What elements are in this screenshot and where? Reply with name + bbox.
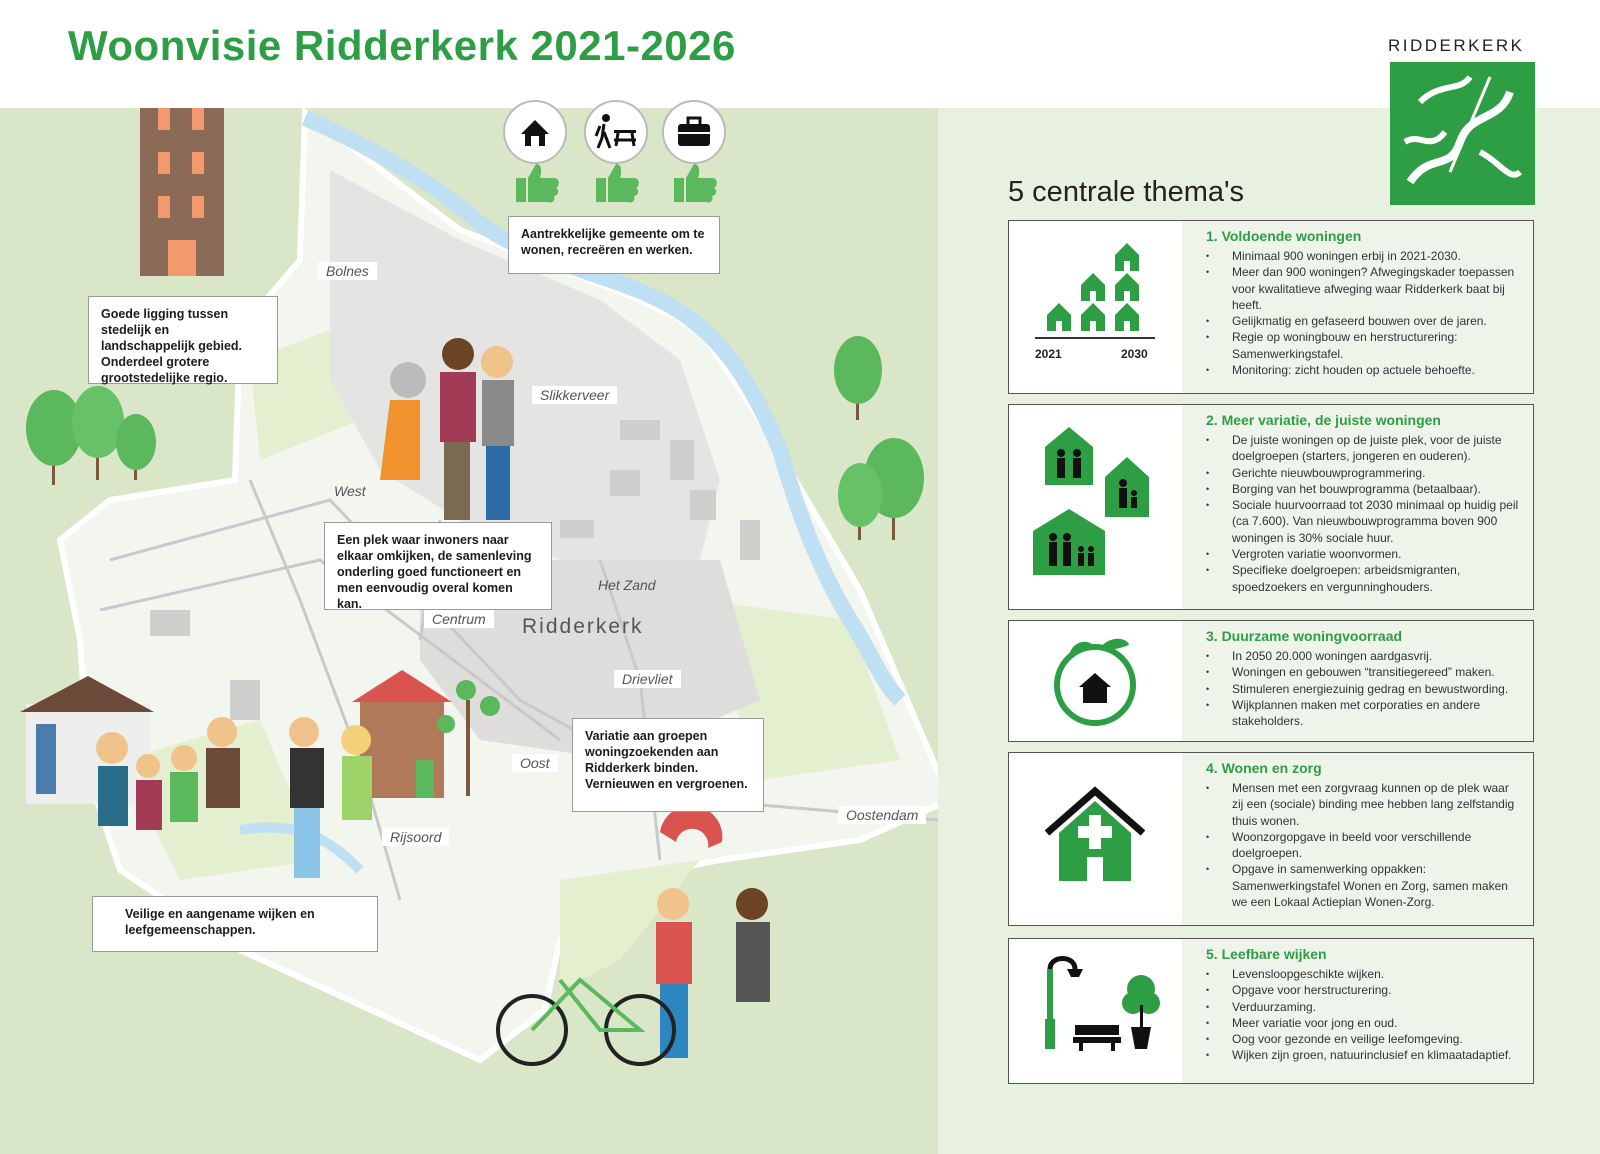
- callout-safe: Veilige en aangename wijken en leefgemee…: [92, 896, 378, 952]
- theme-text: 3. Duurzame woningvoorraad In 2050 20.00…: [1182, 621, 1533, 741]
- municipality-map: [20, 108, 938, 1066]
- place-het-zand: Het Zand: [598, 577, 656, 593]
- theme-bullets: De juiste woningen op de juiste plek, vo…: [1206, 432, 1523, 595]
- theme-text: 2. Meer variatie, de juiste woningen De …: [1182, 405, 1533, 609]
- bicycle-icon: [496, 977, 676, 1066]
- logo-emblem: [1390, 62, 1535, 205]
- hiker-picnic-icon-circle: [584, 100, 648, 164]
- callout-variety: Variatie aan groepen woningzoekenden aan…: [572, 718, 764, 812]
- theme-title: 4. Wonen en zorg: [1206, 760, 1322, 776]
- place-bolnes: Bolnes: [318, 262, 377, 280]
- theme-icon-area: [1009, 405, 1182, 609]
- list-item: Wijken zijn groen, natuurinclusief en kl…: [1206, 1047, 1523, 1064]
- place-west: West: [334, 483, 366, 499]
- house-icon: [521, 120, 549, 146]
- place-slikkerveer: Slikkerveer: [532, 386, 618, 404]
- theme-card-2: 2. Meer variatie, de juiste woningen De …: [1008, 404, 1534, 610]
- sustainable-house-icon: [1054, 638, 1136, 726]
- list-item: In 2050 20.000 woningen aardgasvrij.: [1206, 648, 1523, 665]
- knight-dragon-icon: [1403, 75, 1523, 185]
- sapling-tree: [437, 680, 500, 796]
- list-item: Stimuleren energiezuinig gedrag en bewus…: [1206, 681, 1523, 698]
- theme-icon-area: 2021 2030: [1009, 221, 1182, 393]
- place-oostendam: Oostendam: [838, 806, 927, 824]
- year-end: 2030: [1121, 347, 1148, 361]
- list-item: Gerichte nieuwbouwprogrammering.: [1206, 465, 1523, 482]
- care-house-icon: [1044, 786, 1146, 881]
- house-icon-circle: [503, 100, 567, 164]
- theme-text: 1. Voldoende woningen Minimaal 900 wonin…: [1182, 221, 1533, 393]
- thumbs-up-icon: [516, 164, 717, 203]
- theme-text: 5. Leefbare wijken Levensloopgeschikte w…: [1182, 939, 1533, 1083]
- theme-bullets: Minimaal 900 woningen erbij in 2021-2030…: [1206, 248, 1523, 379]
- theme-card-5: 5. Leefbare wijken Levensloopgeschikte w…: [1008, 938, 1534, 1084]
- theme-text: 4. Wonen en zorg Mensen met een zorgvraa…: [1182, 753, 1533, 925]
- river: [301, 110, 906, 706]
- list-item: Verduurzaming.: [1206, 999, 1523, 1016]
- list-item: Minimaal 900 woningen erbij in 2021-2030…: [1206, 248, 1523, 265]
- theme-title: 2. Meer variatie, de juiste woningen: [1206, 412, 1441, 428]
- list-item: Gelijkmatig en gefaseerd bouwen over de …: [1206, 313, 1523, 330]
- list-item: Specifieke doelgroepen: arbeidsmigranten…: [1206, 562, 1523, 595]
- household-houses-icon: [1033, 427, 1149, 575]
- list-item: Regie op woningbouw en herstructurering:…: [1206, 329, 1523, 362]
- theme-bullets: Mensen met een zorgvraag kunnen op de pl…: [1206, 780, 1523, 910]
- place-rijsoord: Rijsoord: [382, 828, 450, 846]
- theme-icon-area: [1009, 939, 1182, 1083]
- list-item: Monitoring: zicht houden op actuele beho…: [1206, 362, 1523, 379]
- list-item: Opgave in samenwerking oppakken: Samenwe…: [1206, 861, 1523, 910]
- place-ridderkerk: Ridderkerk: [522, 615, 644, 638]
- theme-card-1: 2021 2030 1. Voldoende woningen Minimaal…: [1008, 220, 1534, 394]
- hiker-picnic-icon: [594, 114, 636, 149]
- list-item: Vergroten variatie woonvormen.: [1206, 546, 1523, 563]
- place-drievliet: Drievliet: [614, 670, 681, 688]
- theme-title: 1. Voldoende woningen: [1206, 228, 1362, 244]
- list-item: Woonzorgopgave in beeld voor verschillen…: [1206, 829, 1523, 862]
- streetlamp-bench-tree-icon: [1045, 956, 1160, 1051]
- houses-illustration: [20, 670, 452, 804]
- list-item: Opgave voor herstructurering.: [1206, 982, 1523, 999]
- people-illustration: [96, 338, 770, 1058]
- theme-icon-area: [1009, 753, 1182, 925]
- logo-text: RIDDERKERK: [1388, 36, 1525, 55]
- callout-location: Goede ligging tussen stedelijk en landsc…: [88, 296, 278, 385]
- list-item: Woningen en gebouwen “transitiegereed” m…: [1206, 664, 1523, 681]
- briefcase-icon: [678, 116, 710, 146]
- place-centrum: Centrum: [424, 610, 494, 628]
- theme-title: 3. Duurzame woningvoorraad: [1206, 628, 1403, 644]
- list-item: Meer variatie voor jong en oud.: [1206, 1015, 1523, 1032]
- list-item: Levensloopgeschikte wijken.: [1206, 966, 1523, 983]
- briefcase-icon-circle: [662, 100, 726, 164]
- list-item: Borging van het bouwprogramma (betaalbaa…: [1206, 481, 1523, 498]
- list-item: Mensen met een zorgvraag kunnen op de pl…: [1206, 780, 1523, 829]
- apartment-building: [140, 108, 224, 276]
- theme-icon-area: [1009, 621, 1182, 741]
- place-oost: Oost: [512, 754, 558, 772]
- themes-title: 5 centrale thema's: [1008, 176, 1245, 208]
- trees-right: [834, 336, 924, 540]
- list-item: Oog voor gezonde en veilige leefomgeving…: [1206, 1031, 1523, 1048]
- theme-bullets: In 2050 20.000 woningen aardgasvrij. Won…: [1206, 648, 1523, 729]
- theme-card-3: 3. Duurzame woningvoorraad In 2050 20.00…: [1008, 620, 1534, 742]
- houses-growth-icon: [1035, 243, 1155, 339]
- list-item: Wijkplannen maken met corporaties en and…: [1206, 697, 1523, 730]
- list-item: Sociale huurvoorraad tot 2030 minimaal o…: [1206, 497, 1523, 546]
- list-item: Meer dan 900 woningen? Afwegingskader to…: [1206, 264, 1523, 313]
- list-item: De juiste woningen op de juiste plek, vo…: [1206, 432, 1523, 465]
- page-title: Woonvisie Ridderkerk 2021-2026: [68, 22, 736, 69]
- year-start: 2021: [1035, 347, 1062, 361]
- theme-bullets: Levensloopgeschikte wijken. Opgave voor …: [1206, 966, 1523, 1064]
- theme-title: 5. Leefbare wijken: [1206, 946, 1327, 962]
- callout-community: Een plek waar inwoners naar elkaar omkij…: [324, 522, 552, 611]
- callout-attractive: Aantrekkelijke gemeente om te wonen, rec…: [508, 216, 720, 274]
- theme-card-4: 4. Wonen en zorg Mensen met een zorgvraa…: [1008, 752, 1534, 926]
- magnet-icon: [660, 805, 723, 848]
- trees-left: [26, 386, 156, 485]
